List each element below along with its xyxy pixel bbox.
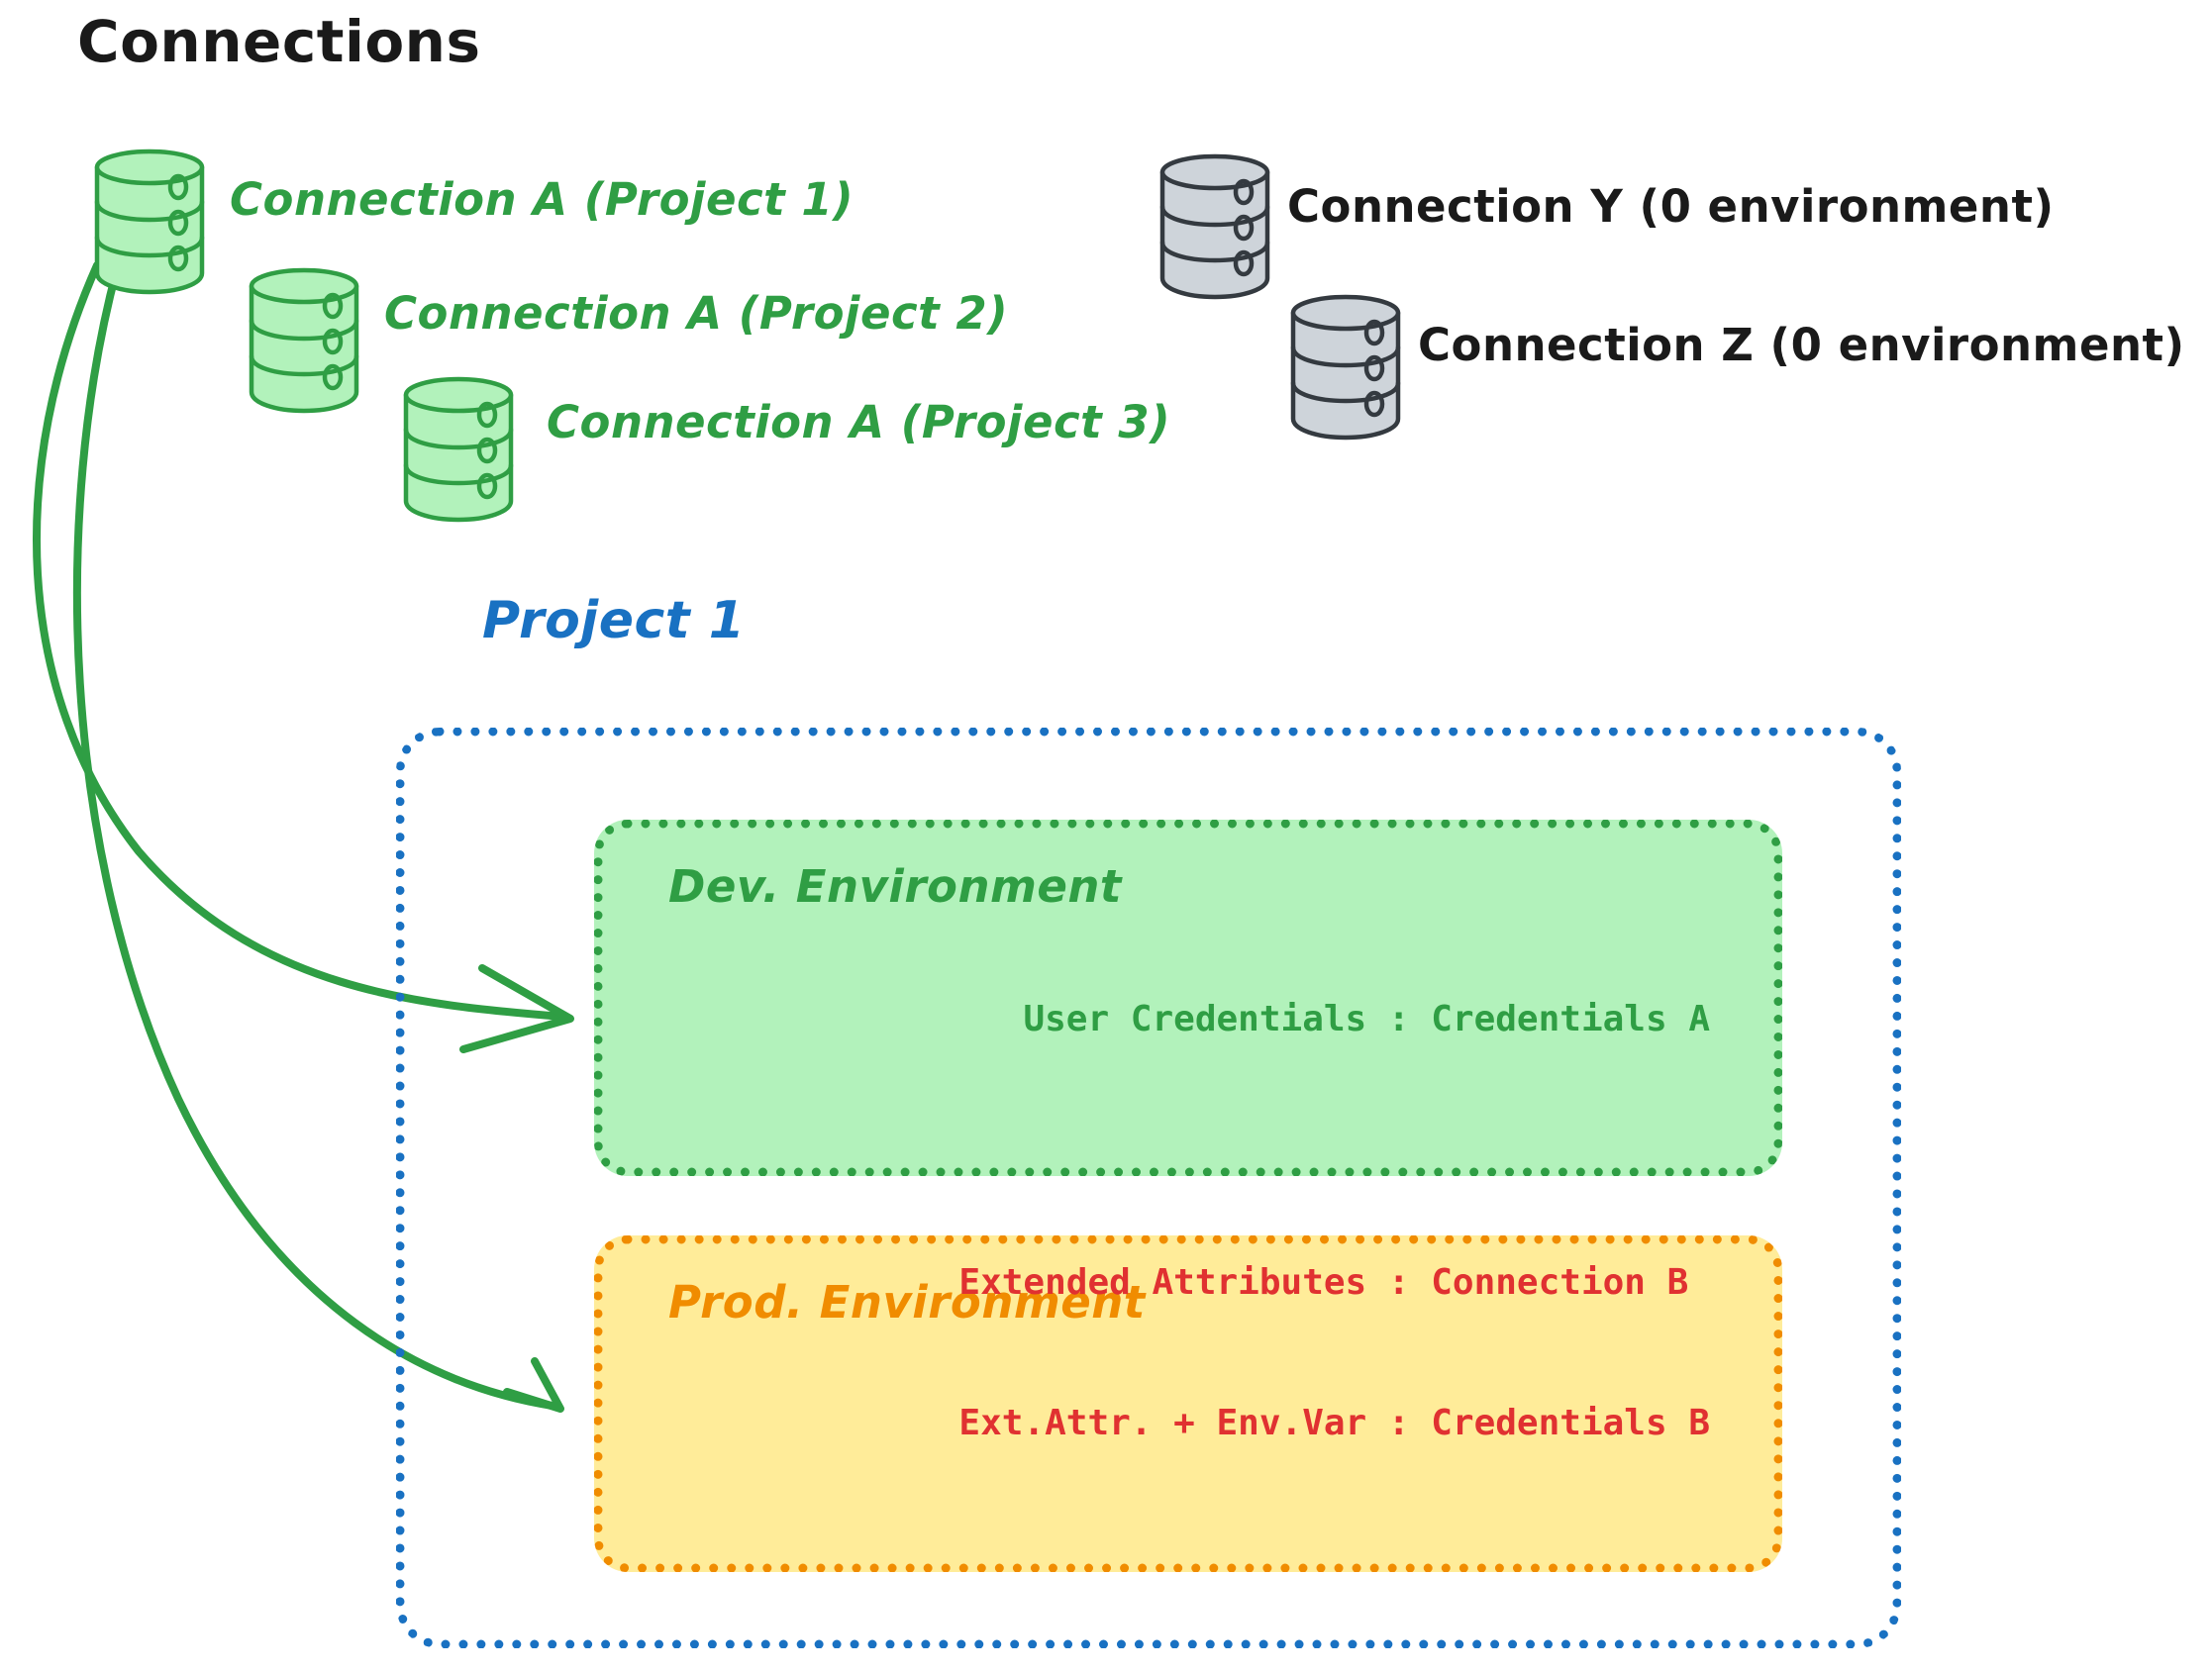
database-icon-conn-a-p1[interactable] [91, 144, 208, 301]
environment-detail-line: Ext.Attr. + Env.Var : Credentials B [958, 1403, 1710, 1444]
environment-detail-line: Extended Attributes : Connection B [958, 1261, 1689, 1303]
database-icon-conn-a-p2[interactable] [246, 262, 362, 420]
environment-details-prod: Extended Attributes : Connection B Ext.A… [958, 1165, 1710, 1541]
page-title: Connections [77, 8, 481, 75]
environment-details-dev: User Credentials : Credentials A [1023, 902, 1710, 1137]
connection-label-conn-z: Connection Z (0 environment) [1418, 319, 2185, 371]
project-container [396, 728, 1901, 1648]
connection-label-conn-a-p1: Connection A (Project 1) [230, 173, 855, 226]
environment-box-prod[interactable]: Prod. Environment Extended Attributes : … [594, 1235, 1782, 1572]
database-icon-conn-y[interactable] [1156, 148, 1273, 306]
project-title: Project 1 [482, 591, 746, 650]
connection-label-conn-y: Connection Y (0 environment) [1287, 180, 2055, 233]
connection-label-conn-a-p2: Connection A (Project 2) [384, 287, 1009, 340]
environment-title-dev: Dev. Environment [668, 860, 1122, 913]
environment-title-prod: Prod. Environment [668, 1276, 1146, 1329]
connection-label-conn-a-p3: Connection A (Project 3) [547, 396, 1171, 448]
environment-detail-line: User Credentials : Credentials A [1023, 999, 1710, 1040]
environment-box-dev[interactable]: Dev. Environment User Credentials : Cred… [594, 820, 1782, 1176]
database-icon-conn-z[interactable] [1287, 289, 1404, 446]
database-icon-conn-a-p3[interactable] [400, 371, 517, 529]
